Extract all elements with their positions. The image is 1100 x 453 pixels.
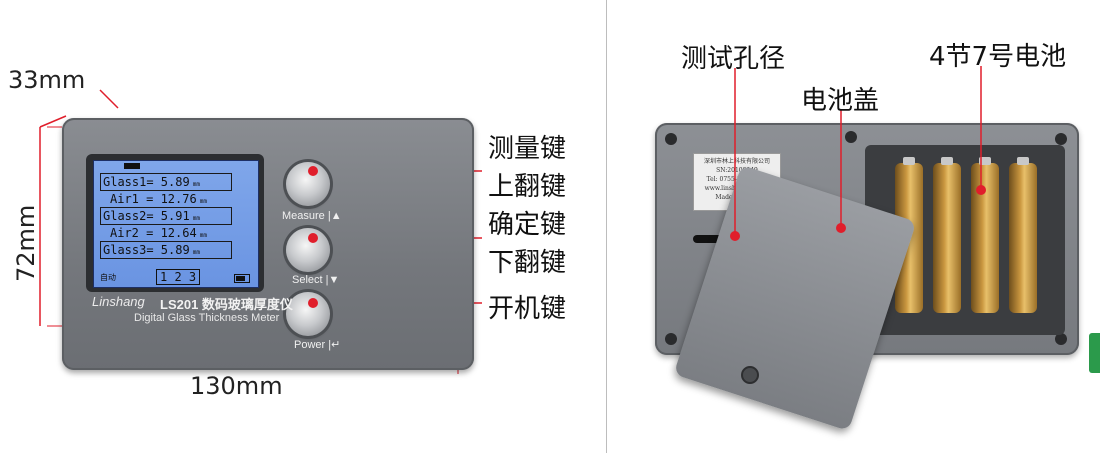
screw-top-right [1055,133,1067,145]
lcd-indicator-bar [124,163,140,169]
screw-top-left [665,133,677,145]
power-key-callout: 开机键 [488,294,567,324]
callout-dot-batteries [976,185,986,195]
page-down-key-callout: 下翻键 [488,248,567,278]
nameplate-company: 深圳市林上科技有限公司 [703,158,770,165]
battery-level-icon [234,274,250,283]
confirm-key-callout: 确定键 [488,210,567,240]
power-button-label: Power |↵ [294,339,341,351]
depth-dimension: 33mm [8,66,86,94]
callout-dot-aperture [730,231,740,241]
battery-cover-callout: 电池盖 [801,86,880,116]
height-dimension: 72mm [12,204,40,282]
measure-button-label: Measure |▲ [282,210,342,222]
screw-top-mid [845,131,857,143]
lcd-page-indicator: 1 2 3 [156,269,201,285]
leader-lines-back [734,66,982,236]
measure-key-callout: 测量键 [488,134,567,164]
cover-screw-icon [741,366,759,384]
width-dimension: 130mm [190,372,283,400]
page-up-key-callout: 上翻键 [488,172,567,202]
callout-dot-power [308,298,318,308]
battery-contact-tab [1089,333,1100,373]
lcd-mode-label: 自动 [100,273,116,282]
model-name-cn: LS201 数码玻璃厚度仪 [160,297,293,312]
aaa-battery-4 [1009,157,1037,313]
test-aperture-callout: 测试孔径 [681,44,786,74]
select-button-label: Select |▼ [292,274,340,286]
nameplate-serial: SN:20100049 [716,167,758,174]
callout-dot-cover [836,223,846,233]
callout-dot-measure [308,166,318,176]
back-view-panel: 深圳市林上科技有限公司 SN:20100049 Tel: 0755-862634… [607,0,1100,453]
batteries-callout: 4节7号电池 [929,42,1067,72]
aaa-battery-2 [933,157,961,313]
callout-dot-select [308,233,318,243]
model-name-en: Digital Glass Thickness Meter [134,312,280,324]
brand-logo: Linshang [92,294,145,309]
screw-bottom-left [665,333,677,345]
screw-bottom-right [1055,333,1067,345]
